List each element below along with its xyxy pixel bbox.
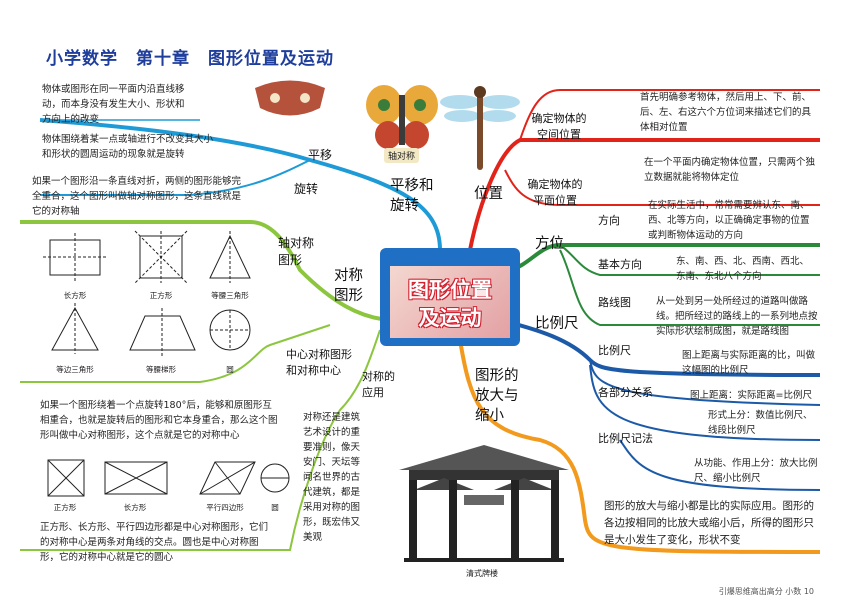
page-title: 小学数学 第十章 图形位置及运动 <box>46 49 334 69</box>
note-jiben: 东、南、西、北、西南、西北、东南、东北八个方向 <box>676 256 810 282</box>
note-luxian: 从一处到另一处所经过的道路叫做路线。把所经过的路线上的一系列地点按实际形状绘制成… <box>656 296 818 337</box>
shape-caption: 长方形 <box>123 503 147 512</box>
note-yingyong: 对称还是建筑艺术设计的重要准则，像天安门、天坛等闻名世界的古代建筑，都是采用对称… <box>303 412 361 543</box>
branch-pingyi-xuanzhuan: 平移和旋转 <box>390 178 434 214</box>
label-zhouduicheng: 轴对称图形 <box>278 236 315 267</box>
label-zhongxin: 中心对称图形和对称中心 <box>286 348 352 377</box>
note-fangda: 图形的放大与缩小都是比的实际应用。图形的各边按相同的比放大或缩小后，所得的图形只… <box>604 500 814 546</box>
label-jifa: 比例尺记法 <box>598 432 653 445</box>
shape-caption: 圆 <box>226 365 234 374</box>
note-bilichi: 图上距离与实际距离的比，叫做这幅图的比例尺 <box>682 350 816 376</box>
gate-caption: 清式牌楼 <box>466 569 498 578</box>
label-bilichi: 比例尺 <box>598 344 631 357</box>
note-jifa1: 形式上分：数值比例尺、线段比例尺 <box>708 410 813 436</box>
branch-duicheng: 对称图形 <box>334 268 363 304</box>
shape-caption: 正方形 <box>149 291 173 300</box>
dragonfly-icon <box>440 86 520 170</box>
branch-fangda: 图形的放大与缩小 <box>475 368 519 424</box>
center-topic: 图形位置 及运动 <box>380 248 520 346</box>
note-kongjian: 首先明确参考物体，然后用上、下、前、后、左、右这六个方位词来描述它们的具体相对位… <box>640 92 812 133</box>
note-xuanzhuan: 物体围绕着某一点或轴进行不改变其大小和形状的圆周运动的现象就是旋转 <box>42 134 214 160</box>
center-title-line1: 图形位置 <box>408 278 492 302</box>
branch-weizhi: 位置 <box>474 186 503 202</box>
note-fangxiang: 在实际生活中，常常需要辨认东、南、西、北等方向，以正确确定事物的位置或判断物体运… <box>648 200 810 241</box>
shape-caption: 圆 <box>271 503 279 512</box>
butterfly-icon <box>366 85 438 149</box>
note-pingmian: 在一个平面内确定物体位置，只需两个独立数据就能将物体定位 <box>644 157 816 183</box>
label-fangxiang: 方向 <box>598 214 620 227</box>
shape-caption: 等腰梯形 <box>146 365 176 374</box>
note-zhongxin: 如果一个图形绕着一个点旋转180°后，能够和原图形互相重合，也就是旋转后的图形和… <box>40 400 278 441</box>
shape-caption: 长方形 <box>63 291 87 300</box>
shape-caption: 等腰三角形 <box>211 291 249 300</box>
note-zhou: 如果一个图形沿一条直线对折，两侧的图形能够完全重合，这个图形叫做轴对称图形，这条… <box>32 176 242 217</box>
page-footer: 引爆思维高出高分 小数 10 <box>718 587 814 596</box>
label-xuanzhuan: 旋转 <box>294 182 319 196</box>
central-shapes: 正方形 长方形 平行四边形 圆 <box>40 456 290 516</box>
gate-illustration <box>399 445 569 562</box>
label-jiben: 基本方向 <box>598 258 642 271</box>
shape-caption: 正方形 <box>53 503 77 512</box>
shape-caption: 平行四边形 <box>206 503 244 512</box>
shape-caption: 等边三角形 <box>56 365 94 374</box>
label-pingyi: 平移 <box>308 148 333 162</box>
note-jifa2: 从功能、作用上分：放大比例尺、缩小比例尺 <box>694 458 818 484</box>
center-title-line2: 及运动 <box>418 306 482 330</box>
axial-shapes: 长方形 正方形 等腰三角形 等边三角形 等腰梯形 圆 <box>40 228 270 378</box>
branch-bilichi: 比例尺 <box>535 316 579 332</box>
carving-icon <box>255 80 325 116</box>
label-pingmian: 确定物体的平面位置 <box>527 178 583 207</box>
note-bufen: 图上距离：实际距离=比例尺 <box>690 390 812 401</box>
note-pingyi: 物体或图形在同一平面内沿直线移动，而本身没有发生大小、形状和方向上的改变 <box>42 84 185 125</box>
label-bufen: 各部分关系 <box>598 386 653 399</box>
label-luxian: 路线图 <box>598 296 631 309</box>
label-kongjian: 确定物体的空间位置 <box>531 112 587 141</box>
branch-fangwei: 方位 <box>535 236 564 252</box>
note-zhongxin2: 正方形、长方形、平行四边形都是中心对称图形，它们的对称中心是两条对角线的交点。圆… <box>40 522 269 563</box>
label-yingyong: 对称的应用 <box>362 370 395 399</box>
butterfly-caption: 轴对称 <box>384 148 420 163</box>
